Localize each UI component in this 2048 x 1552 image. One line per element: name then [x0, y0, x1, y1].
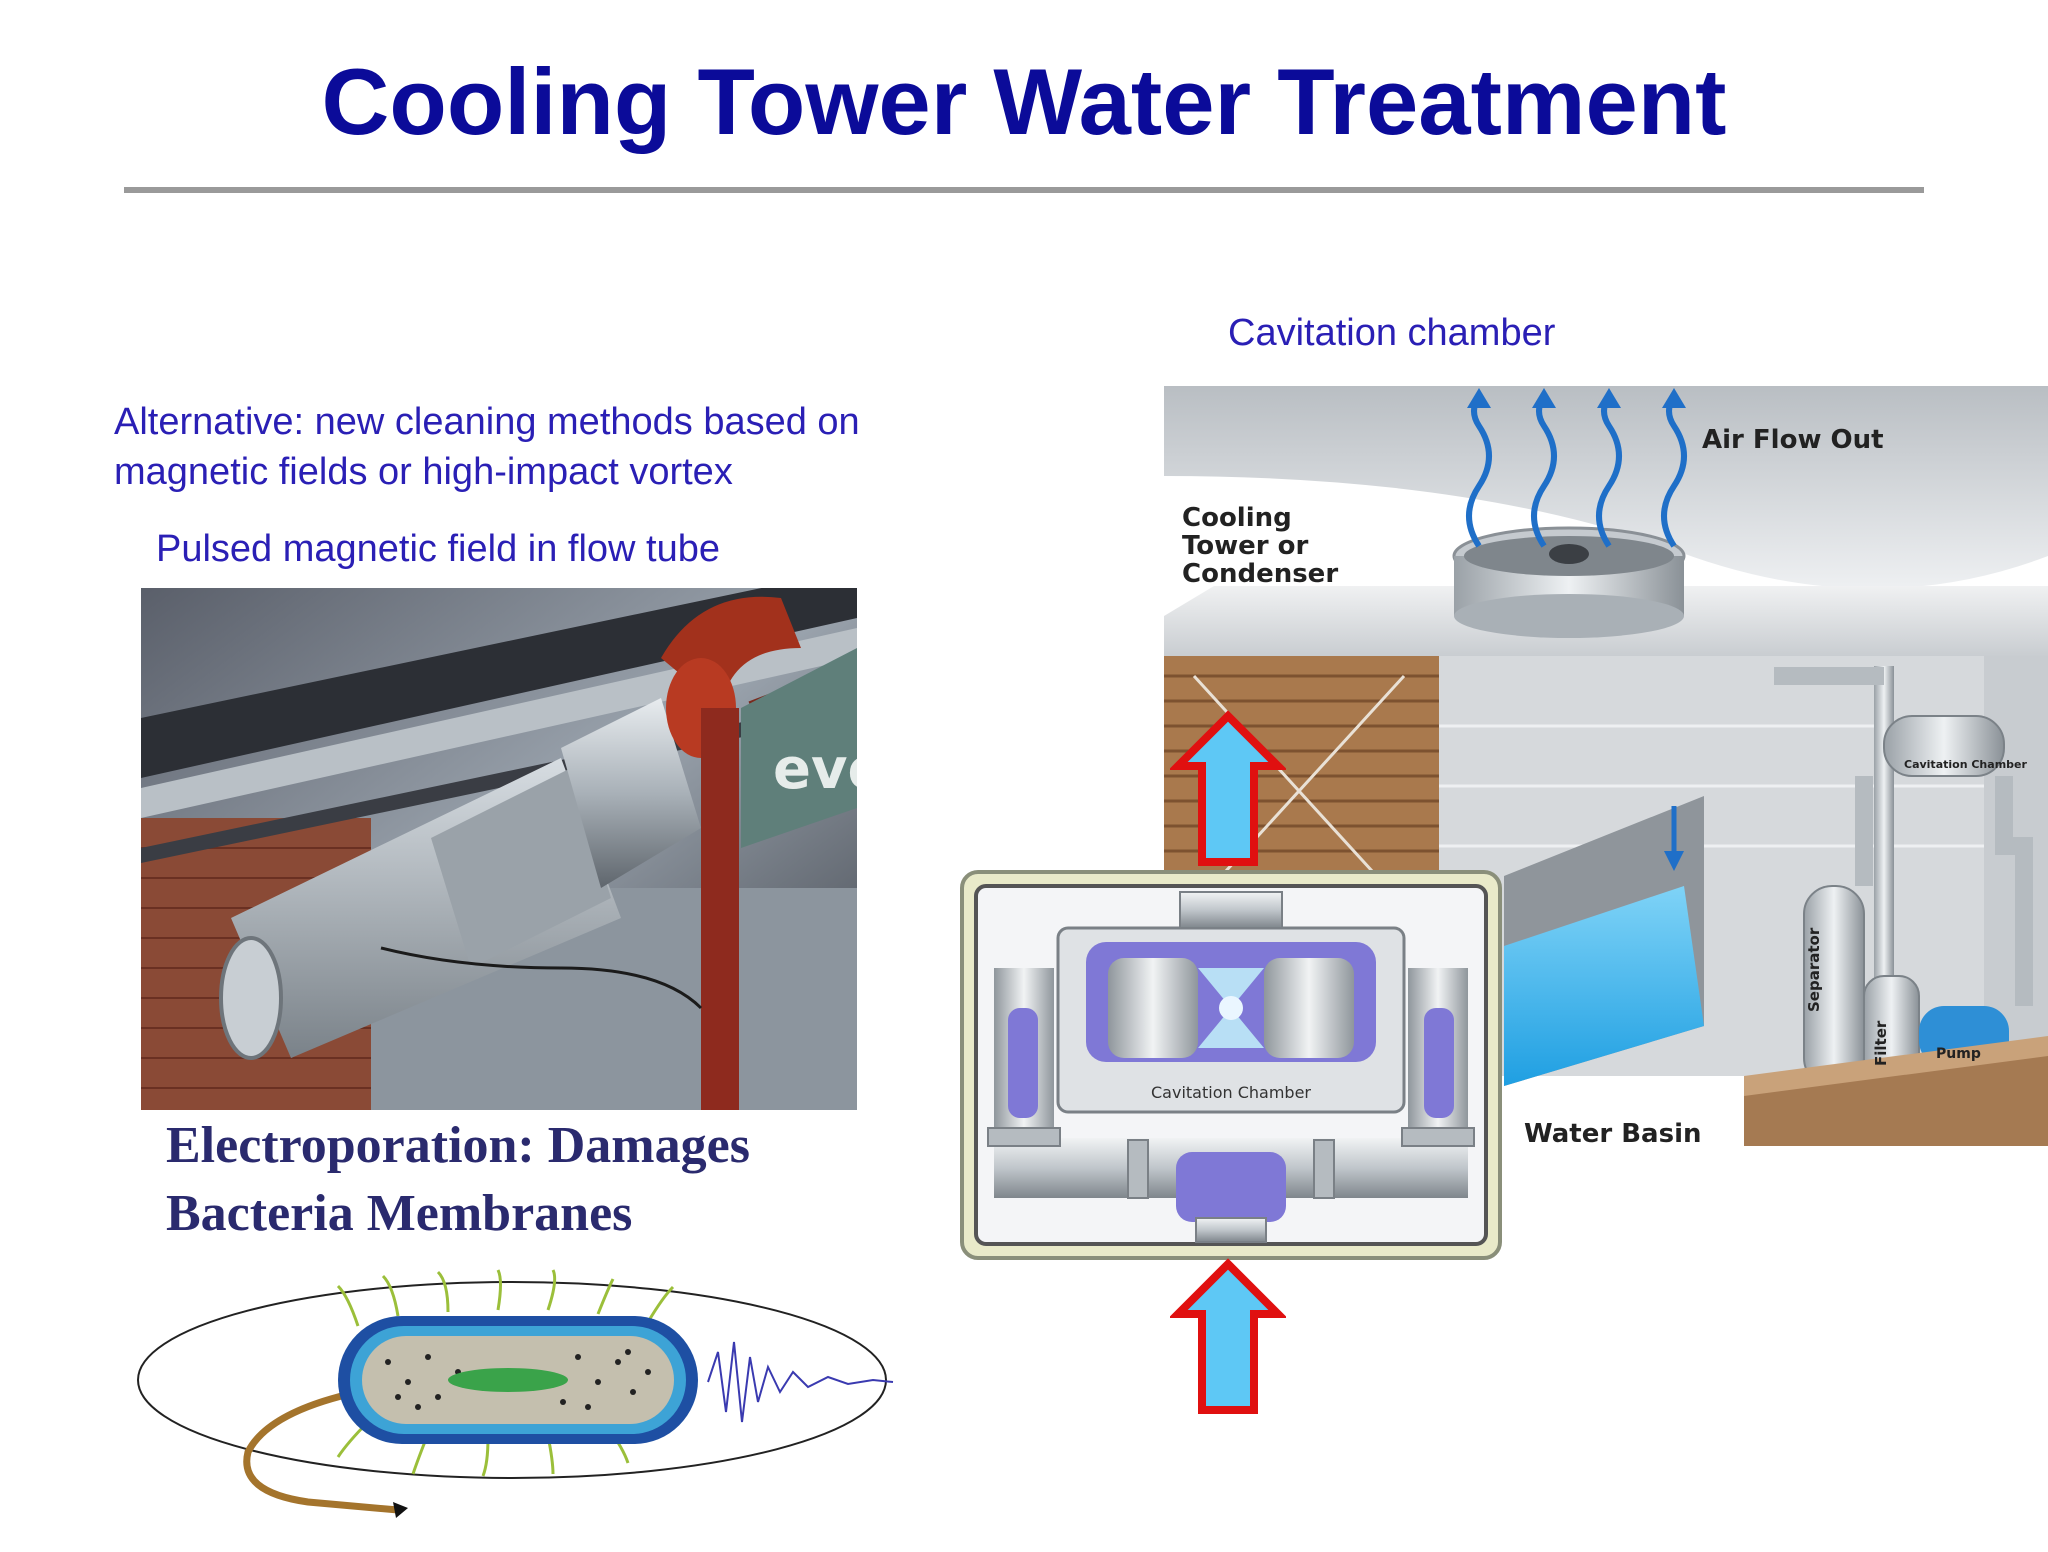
cooling-tower-label-3: Condenser: [1182, 559, 1338, 589]
cavitation-chamber-caption: Cavitation chamber: [1228, 312, 1556, 354]
cavitation-chamber-label: Cavitation Chamber: [1151, 1083, 1311, 1102]
alternative-text-line2: magnetic fields or high-impact vortex: [114, 451, 733, 493]
flow-arrow-up-bottom: [1170, 1258, 1286, 1414]
electroporation-line2: Bacteria Membranes: [166, 1185, 633, 1242]
electroporation-heading: Electroporation: Damages Bacteria Membra…: [166, 1112, 750, 1248]
sign-fragment: evo: [773, 737, 857, 802]
cooling-tower-label-2: Tower or: [1182, 531, 1309, 561]
filter-label: Filter: [1872, 1020, 1890, 1066]
air-flow-out-label: Air Flow Out: [1702, 425, 1884, 455]
cavitation-chamber-small-label: Cavitation Chamber: [1904, 758, 2027, 771]
flow-arrow-up-top: [1170, 710, 1286, 866]
pulsed-magnetic-caption: Pulsed magnetic field in flow tube: [156, 528, 720, 570]
water-basin-label: Water Basin: [1524, 1119, 1702, 1149]
pump-label: Pump: [1936, 1046, 1981, 1062]
electroporation-line1: Electroporation: Damages: [166, 1117, 750, 1174]
title-divider: [124, 187, 1924, 193]
alternative-text-line1: Alternative: new cleaning methods based …: [114, 401, 860, 443]
bacterium-illustration: [137, 1269, 894, 1518]
cooling-tower-label-1: Cooling: [1182, 503, 1292, 533]
flow-tube-photo: evo: [141, 588, 857, 1110]
separator-label: Separator: [1805, 927, 1823, 1012]
cavitation-chamber-inset: Cavitation Chamber: [960, 870, 1502, 1260]
cooling-tower-diagram: Air Flow Out Cooling Tower or Condenser …: [1164, 386, 2048, 1156]
page-title: Cooling Tower Water Treatment: [321, 49, 1727, 154]
